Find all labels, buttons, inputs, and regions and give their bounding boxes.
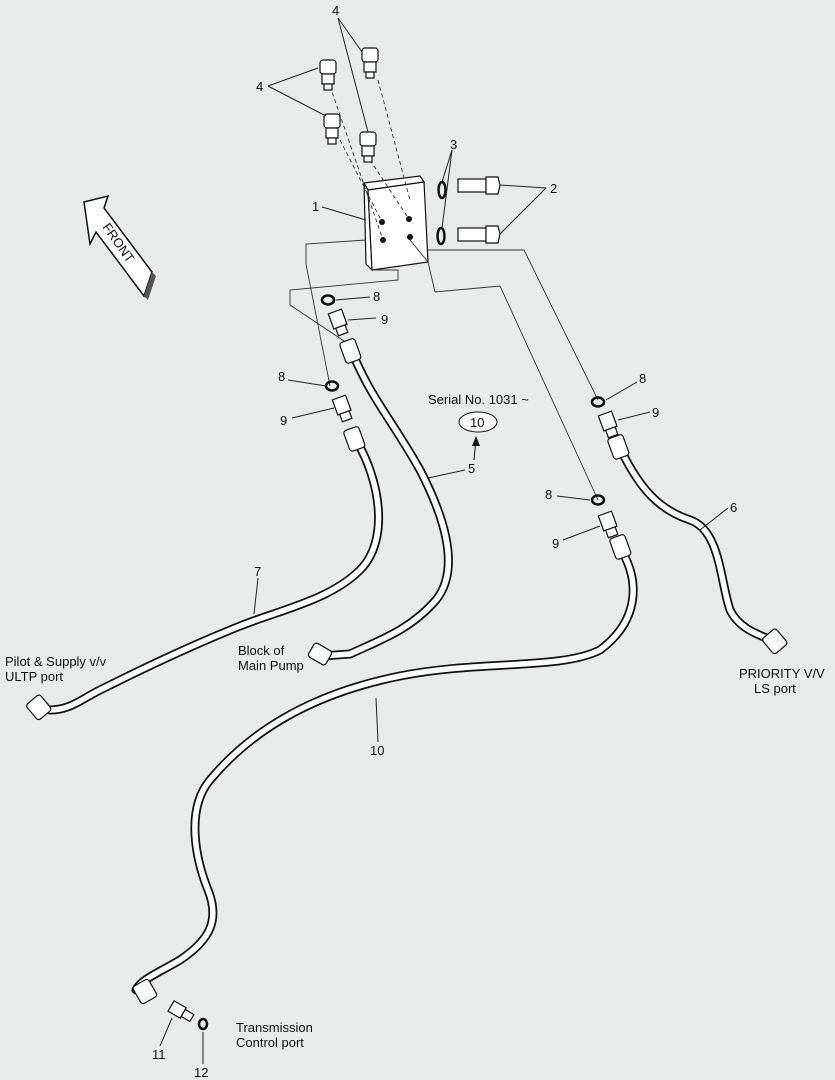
callout-5: 5 <box>468 461 475 476</box>
callout-12: 12 <box>194 1065 208 1080</box>
port-pump-line2: Main Pump <box>238 658 304 673</box>
hose-6 <box>607 434 788 655</box>
hose-7 <box>26 426 384 721</box>
port-priority-line1: PRIORITY V/V <box>739 666 825 681</box>
washer-12 <box>197 1017 209 1031</box>
bolts-2 <box>457 176 501 244</box>
callout-6: 6 <box>730 500 737 515</box>
callout-8-b: 8 <box>278 369 285 384</box>
port-trans-line1: Transmission <box>236 1020 313 1035</box>
callout-8-c: 8 <box>639 371 646 386</box>
serial-ref-number: 10 <box>470 415 484 430</box>
callout-9-c: 9 <box>652 405 659 420</box>
callouts: 4 4 3 2 1 8 9 8 9 8 9 8 9 5 6 7 10 11 12… <box>152 3 737 1080</box>
dashed-passages <box>329 79 411 241</box>
fittings-4 <box>319 47 379 163</box>
callout-7: 7 <box>254 564 261 579</box>
callout-9-d: 9 <box>552 536 559 551</box>
manifold-block <box>363 175 429 272</box>
callout-3: 3 <box>450 137 457 152</box>
callout-8-d: 8 <box>545 487 552 502</box>
port-pilot-line2: ULTP port <box>5 669 63 684</box>
port-pilot-line1: Pilot & Supply v/v <box>5 654 107 669</box>
callout-4-left: 4 <box>256 79 263 94</box>
serial-ref <box>458 411 498 461</box>
adapter-11 <box>167 999 195 1023</box>
callout-8-a: 8 <box>373 289 380 304</box>
hose-10 <box>131 534 638 1005</box>
serial-note: Serial No. 1031 ~ <box>428 392 529 407</box>
leader-lines <box>159 17 729 1064</box>
callout-4-top: 4 <box>332 3 339 18</box>
hose-5 <box>307 338 453 666</box>
callout-11: 11 <box>152 1047 166 1062</box>
callout-2: 2 <box>550 181 557 196</box>
callout-10: 10 <box>370 743 384 758</box>
port-priority-line2: LS port <box>754 681 796 696</box>
connection-lines <box>289 239 599 501</box>
adapters-9 <box>327 308 619 539</box>
port-trans-line2: Control port <box>236 1035 304 1050</box>
callout-1: 1 <box>312 199 319 214</box>
callout-9-a: 9 <box>381 312 388 327</box>
port-labels: Pilot & Supply v/v ULTP port Block of Ma… <box>5 643 825 1050</box>
port-pump-line1: Block of <box>238 643 285 658</box>
front-arrow-icon: FRONT <box>83 194 156 300</box>
callout-9-b: 9 <box>280 413 287 428</box>
